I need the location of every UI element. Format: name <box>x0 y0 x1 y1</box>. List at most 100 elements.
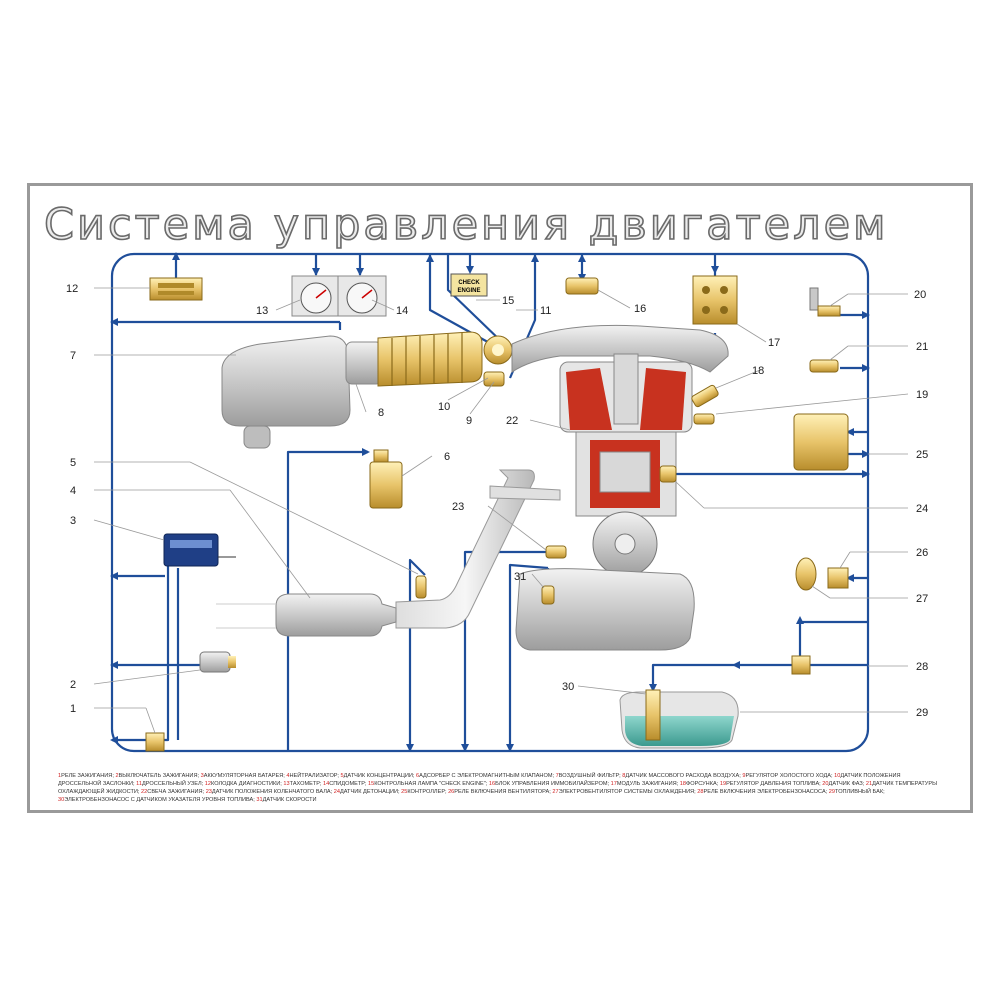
oxygen-sensor-icon <box>415 575 427 599</box>
legend-item-number: 28 <box>697 789 704 795</box>
callout-13: 13 <box>256 305 268 317</box>
battery-icon <box>163 533 236 567</box>
callout-14: 14 <box>396 305 408 317</box>
check-engine-line1: CHECK <box>458 280 480 286</box>
controller-ecu-icon <box>793 413 849 471</box>
poster-title: Система управления двигателем <box>43 199 889 251</box>
legend-item-number: 15 <box>367 781 375 787</box>
check-engine-line2: ENGINE <box>457 288 480 294</box>
legend-item-number: 9 <box>742 773 746 779</box>
immobilizer-unit-icon <box>565 277 599 295</box>
legend-item: 12колодка диагностики; <box>205 781 284 787</box>
legend-item-number: 23 <box>205 789 212 795</box>
wiring-harness <box>110 252 870 753</box>
legend-item-number: 17 <box>610 781 617 787</box>
tachometer-icon <box>291 275 341 317</box>
legend-item: 21датчик температуры охлаждающей жидкост… <box>58 781 937 795</box>
callout-26: 26 <box>916 547 928 559</box>
fuel-injector-icon <box>691 384 719 408</box>
main-bus-loop <box>110 252 870 753</box>
callout-8: 8 <box>378 407 384 419</box>
legend-item: 1реле зажигания; <box>58 773 115 779</box>
legend-item: 11дроссельный узел; <box>136 781 205 787</box>
legend-item: 26реле включения вентилятора; <box>448 789 552 795</box>
legend-item: 3аккумуляторная батарея; <box>201 773 287 779</box>
legend-item: 20датчик фаз; <box>822 781 866 787</box>
crankshaft-sensor-icon <box>545 545 567 559</box>
callout-28: 28 <box>916 661 928 673</box>
legend-item-text: датчик скорости <box>262 797 317 803</box>
legend-item-text: топливный бак; <box>835 789 885 795</box>
callout-3: 3 <box>70 515 76 527</box>
legend-item-text: реле включения электробензонасоса; <box>703 789 829 795</box>
callout-numbers: 12 7 5 4 3 2 1 13 14 15 16 17 11 8 10 9 … <box>66 283 928 719</box>
legend-item-text: датчик положения коленчатого вала; <box>211 789 334 795</box>
legend-item-number: 11 <box>136 781 142 787</box>
fuel-tank-icon <box>619 691 739 749</box>
callout-12: 12 <box>66 283 78 295</box>
callout-15: 15 <box>502 295 514 307</box>
legend-item-number: 4 <box>286 773 290 779</box>
legend-item: 29топливный бак; <box>829 789 885 795</box>
callout-10: 10 <box>438 401 450 413</box>
callout-20: 20 <box>914 289 926 301</box>
callout-4: 4 <box>70 485 76 497</box>
speedometer-icon <box>337 275 387 317</box>
legend-item-number: 31 <box>256 797 263 803</box>
legend-item-text: контроллер; <box>407 789 449 795</box>
legend-item: 24датчик детонации; <box>334 789 401 795</box>
legend-item: 7воздушный фильтр; <box>556 773 623 779</box>
ignition-module-icon <box>692 275 738 325</box>
legend-item: 28реле включения электробензонасоса; <box>697 789 829 795</box>
legend-item: 23датчик положения коленчатого вала; <box>206 789 334 795</box>
legend-item-number: 7 <box>555 773 559 779</box>
callout-21: 21 <box>916 341 928 353</box>
legend-item: 2выключатель зажигания; <box>115 773 200 779</box>
callout-2: 2 <box>70 679 76 691</box>
legend-item-text: контрольная лампа "check engine"; <box>374 781 489 787</box>
legend-item-number: 19 <box>719 781 727 787</box>
exhaust-pipe-icon <box>395 469 561 629</box>
legend-item-text: тахометр; <box>289 781 323 787</box>
callout-22: 22 <box>506 415 518 427</box>
legend-item: 15контрольная лампа "check engine"; <box>368 781 489 787</box>
legend-item: 9регулятор холостого хода; <box>742 773 834 779</box>
legend-item-number: 21 <box>865 781 873 787</box>
diagnostic-connector-icon <box>149 277 203 301</box>
legend-item-number: 10 <box>834 773 841 779</box>
check-engine-lamp: CHECK ENGINE <box>450 273 488 297</box>
phase-sensor-icon <box>809 287 841 317</box>
legend-item-text: свеча зажигания; <box>147 789 206 795</box>
callout-27: 27 <box>916 593 928 605</box>
legend-item: 14спидометр; <box>323 781 368 787</box>
cooling-fan-icon <box>795 557 817 591</box>
legend-item-text: спидометр; <box>329 781 368 787</box>
cylinder-head-icon <box>559 353 693 433</box>
legend-item-number: 20 <box>822 781 829 787</box>
callout-5: 5 <box>70 457 76 469</box>
legend-item-number: 6 <box>416 773 420 779</box>
legend-item: 13тахометр; <box>283 781 323 787</box>
knock-sensor-icon <box>659 465 677 483</box>
legend-item-text: форсунка; <box>686 781 720 787</box>
callout-23: 23 <box>452 501 464 513</box>
legend: 1реле зажигания; 2выключатель зажигания;… <box>58 772 938 804</box>
legend-item-text: датчик температуры охлаждающей жидкости; <box>58 781 938 795</box>
electric-fuel-pump-icon <box>645 689 661 741</box>
legend-item-number: 8 <box>622 773 626 779</box>
legend-item-number: 1 <box>58 773 62 779</box>
legend-item-text: реле зажигания; <box>61 773 116 779</box>
callout-31: 31 <box>514 571 526 583</box>
legend-item-text: адсорбер с электромагнитным клапаном; <box>419 773 556 779</box>
legend-item-text: регулятор холостого хода; <box>745 773 835 779</box>
legend-item-text: датчик массового расхода воздуха; <box>625 773 743 779</box>
intake-hose-icon <box>345 331 483 387</box>
callout-1: 1 <box>70 703 76 715</box>
legend-item-number: 29 <box>828 789 836 795</box>
legend-item-number: 16 <box>488 781 496 787</box>
legend-item: 16блок управления иммобилайзером; <box>489 781 611 787</box>
speed-sensor-icon <box>541 585 555 605</box>
legend-item-number: 25 <box>401 789 408 795</box>
legend-item-number: 18 <box>679 781 686 787</box>
